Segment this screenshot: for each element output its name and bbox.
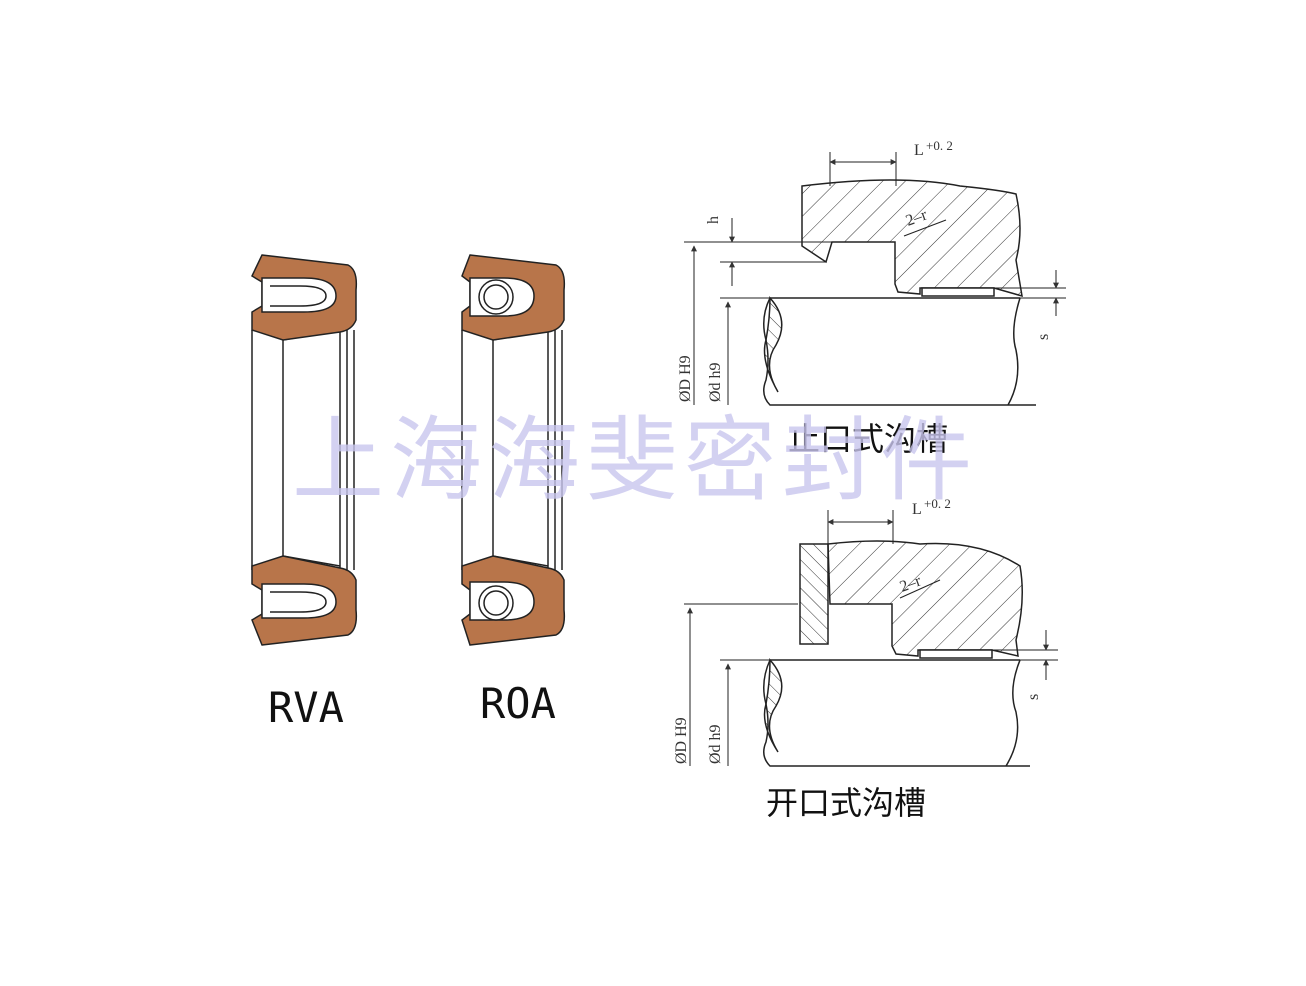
dim-L-tolerance: +0. 2 <box>924 496 951 511</box>
seal-strip <box>919 649 993 659</box>
seal-label-roa: ROA <box>480 679 556 728</box>
dim-s: s <box>1035 334 1052 340</box>
dimension-lines <box>684 510 1058 766</box>
dim-radius: 2–r <box>904 206 930 229</box>
housing-section <box>827 540 1023 657</box>
dim-d: Ød h9 <box>707 362 724 402</box>
dim-D: ØD H9 <box>677 355 694 402</box>
shaft-section <box>763 297 1036 406</box>
rva-seal-bottom-profile <box>251 555 358 646</box>
shaft-section <box>763 659 1030 767</box>
housing-section <box>801 179 1023 298</box>
seal-label-rva: RVA <box>268 683 344 732</box>
dim-s: s <box>1025 694 1042 700</box>
roa-seal-bottom-profile <box>461 555 566 646</box>
dim-h: h <box>705 216 722 224</box>
seal-strip <box>921 287 995 297</box>
dimension-lines <box>684 152 1066 405</box>
roa-seal-top-profile <box>461 254 566 341</box>
groove-stepped: L +0. 2 2–r h ØD H9 Ød h9 s 止口式沟槽 <box>677 138 1066 458</box>
rva-seal: RVA <box>251 254 358 732</box>
shaft-break <box>763 658 783 753</box>
groove-title-stepped: 止口式沟槽 <box>788 420 948 458</box>
dim-D: ØD H9 <box>673 717 690 764</box>
roa-seal: ROA <box>461 254 566 728</box>
dim-L: L <box>914 142 924 159</box>
dim-L-tolerance: +0. 2 <box>926 138 953 153</box>
retainer-ring <box>799 543 829 645</box>
rva-seal-top-profile <box>251 254 358 341</box>
groove-open: L +0. 2 2–r ØD H9 Ød h9 s 开口式沟槽 <box>673 496 1058 822</box>
dim-L: L <box>912 501 922 518</box>
shaft-break <box>763 296 783 393</box>
dim-d: Ød h9 <box>707 724 724 764</box>
groove-title-open: 开口式沟槽 <box>766 784 926 822</box>
dim-radius: 2–r <box>898 572 924 595</box>
watermark: 上海海斐密封件 <box>292 407 978 514</box>
